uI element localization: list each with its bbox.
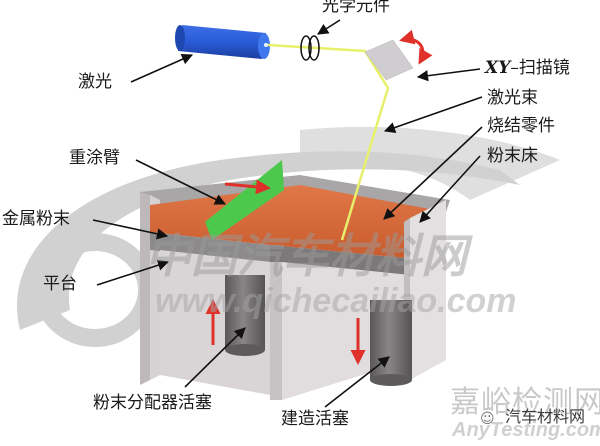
laser-beam xyxy=(267,43,390,241)
rotation-arrow-icon xyxy=(399,29,433,65)
optics-lens xyxy=(300,35,320,61)
label-powder-bed: 粉末床 xyxy=(487,146,538,166)
recoater-direction-arrow-icon xyxy=(224,179,271,195)
label-optics: 光学元件 xyxy=(322,0,390,16)
xy-scan-mirror xyxy=(364,39,414,81)
label-xy-suffix: –扫描镜 xyxy=(510,58,570,78)
label-xy-mirror: XY–扫描镜 xyxy=(485,60,570,77)
label-metal-powder: 金属粉末 xyxy=(2,209,70,229)
label-xy-prefix: XY xyxy=(485,58,511,78)
label-laser: 激光 xyxy=(78,72,112,92)
label-laser-beam: 激光束 xyxy=(487,88,538,108)
label-sintered-part: 烧结零件 xyxy=(487,116,555,136)
watermark-overlay: 中国汽车材料网 www.qichecailiao.com xyxy=(145,230,517,320)
svg-text:中国汽车材料网: 中国汽车材料网 xyxy=(145,230,473,282)
label-powder-feed-piston: 粉末分配器活塞 xyxy=(93,393,212,413)
svg-text:www.qichecailiao.com: www.qichecailiao.com xyxy=(155,282,517,320)
laser-source xyxy=(175,25,270,59)
label-platform: 平台 xyxy=(43,274,77,294)
label-build-piston: 建造活塞 xyxy=(281,409,349,429)
label-recoater-arm: 重涂臂 xyxy=(69,148,120,168)
leader-lines xyxy=(92,19,483,408)
